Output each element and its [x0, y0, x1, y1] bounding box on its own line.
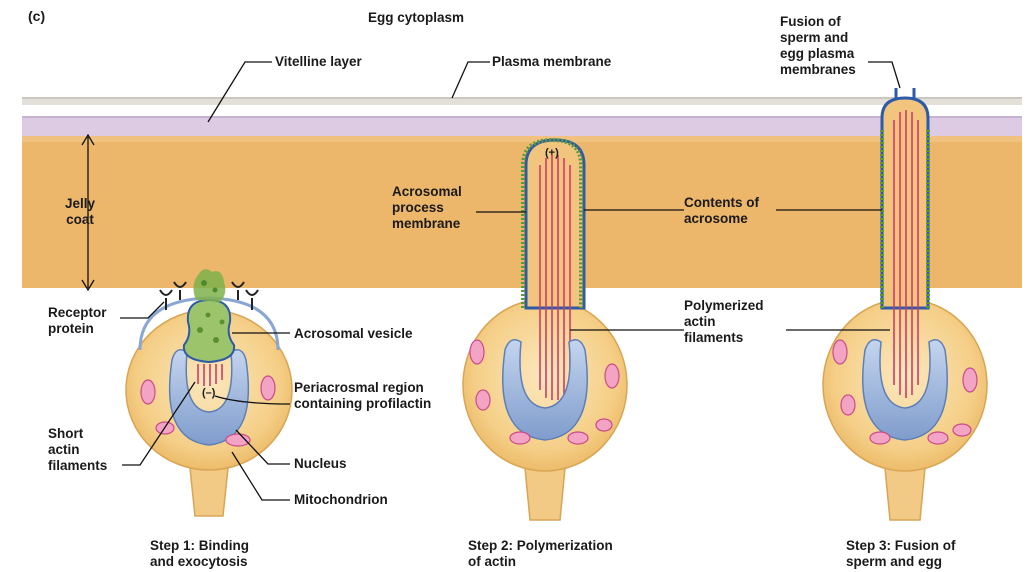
receptor-protein-label: Receptor protein	[48, 305, 107, 337]
polymerized-actin-label: Polymerized actin filaments	[684, 298, 764, 346]
plasma-membrane-label: Plasma membrane	[492, 54, 611, 70]
mitochondrion-label: Mitochondrion	[294, 492, 388, 508]
short-actin-filaments-label: Short actin filaments	[48, 426, 107, 474]
vitelline-layer-label: Vitelline layer	[275, 54, 362, 70]
step3-label: Step 3: Fusion of sperm and egg	[846, 538, 956, 570]
fusion-membranes-label: Fusion of sperm and egg plasma membranes	[780, 14, 856, 78]
acrosomal-vesicle-label: Acrosomal vesicle	[294, 326, 413, 342]
sperm-head-3	[823, 299, 987, 471]
egg-cytoplasm-label: Egg cytoplasm	[368, 10, 464, 26]
contents-of-acrosome-label: Contents of acrosome	[684, 195, 759, 227]
nucleus-label: Nucleus	[294, 456, 347, 472]
step2-label: Step 2: Polymerization of actin	[468, 538, 613, 570]
periacrosomal-region-label: Periacrosmal region containing profilact…	[294, 380, 431, 412]
acrosomal-process-membrane-label: Acrosomal process membrane	[392, 184, 462, 232]
vitelline-layer	[22, 116, 1022, 136]
jelly-coat-label: Jelly coat	[55, 196, 105, 228]
panel-label: (c)	[28, 8, 45, 24]
minus-end-label: (–)	[202, 385, 215, 401]
acrosomal-process-2	[526, 140, 584, 308]
acrosomal-process-3	[882, 98, 928, 308]
acrosomal-vesicle-1	[184, 300, 234, 362]
step1-label: Step 1: Binding and exocytosis	[150, 538, 249, 570]
sperm-head-2	[463, 299, 627, 471]
plus-end-label: (+)	[545, 145, 559, 161]
